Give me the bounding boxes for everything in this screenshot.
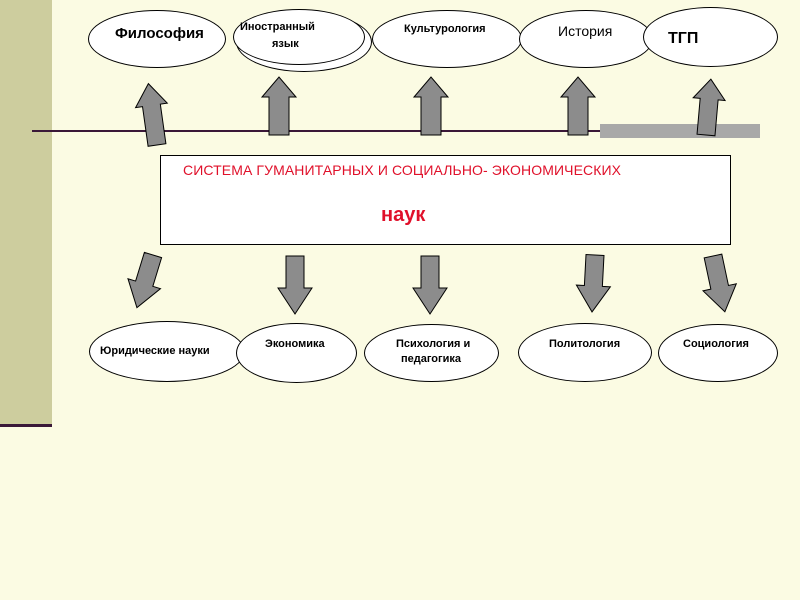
- arrow-down-sociology: [701, 253, 738, 313]
- node-foreign-language-label2: язык: [272, 38, 299, 50]
- center-title: СИСТЕМА ГУМАНИТАРНЫХ И СОЦИАЛЬНО- ЭКОНОМ…: [183, 162, 622, 178]
- gray-band: [600, 124, 760, 138]
- arrow-down-law: [127, 251, 163, 309]
- node-foreign-language: Иностранный язык: [233, 9, 365, 65]
- left-decor-line: [0, 424, 52, 427]
- node-tgp-label: ТГП: [668, 30, 699, 47]
- arrow-down-politology: [575, 254, 612, 313]
- node-history-label: История: [558, 23, 613, 39]
- arrow-up-tgp: [692, 78, 727, 137]
- arrow-up-philosophy: [134, 82, 169, 147]
- node-philosophy-label: Философия: [115, 25, 204, 42]
- arrow-up-foreign-language: [260, 76, 298, 136]
- node-psychology: Психология и педагогика: [364, 324, 499, 382]
- node-economics: Экономика: [236, 323, 357, 383]
- node-culturology-label: Культурология: [404, 23, 486, 35]
- arrow-up-culturology: [412, 76, 450, 136]
- left-decor-bar: [0, 0, 52, 426]
- node-law: Юридические науки: [89, 321, 245, 382]
- node-culturology: Культурология: [372, 10, 522, 68]
- center-subtitle: наук: [381, 204, 426, 226]
- node-psychology-label2: педагогика: [401, 353, 461, 365]
- node-psychology-label: Психология и: [396, 338, 471, 350]
- arrow-down-psychology: [412, 255, 448, 315]
- center-system-box: СИСТЕМА ГУМАНИТАРНЫХ И СОЦИАЛЬНО- ЭКОНОМ…: [160, 155, 731, 245]
- node-politology: Политология: [518, 323, 652, 382]
- node-foreign-language-label: Иностранный: [240, 21, 315, 33]
- node-tgp: ТГП: [643, 7, 778, 67]
- node-sociology: Социология: [658, 324, 778, 382]
- node-sociology-label: Социология: [683, 338, 749, 350]
- node-history: История: [519, 10, 653, 68]
- node-law-label: Юридические науки: [100, 345, 210, 357]
- arrow-down-economics: [277, 255, 313, 315]
- node-politology-label: Политология: [549, 338, 621, 350]
- node-philosophy: Философия: [88, 10, 226, 68]
- node-economics-label: Экономика: [265, 338, 325, 350]
- horizontal-divider: [32, 130, 760, 132]
- arrow-up-history: [559, 76, 597, 136]
